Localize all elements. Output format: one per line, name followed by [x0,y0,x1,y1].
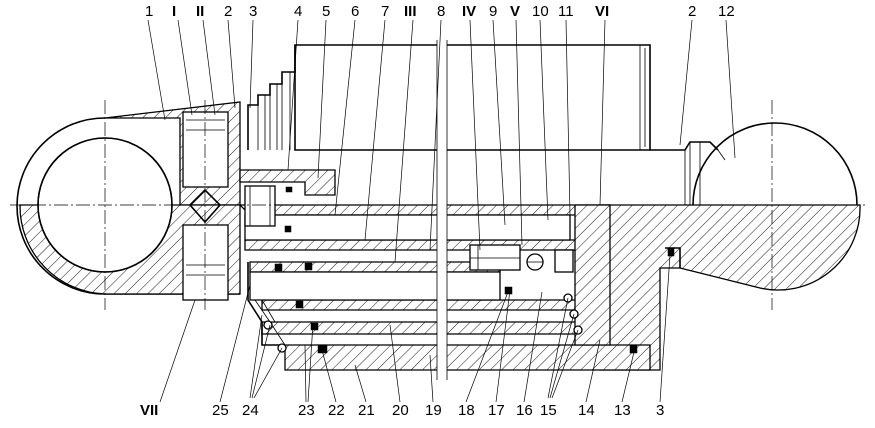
label-13: 13 [614,402,631,419]
label-16: 16 [516,402,533,419]
label-3-bottom: 3 [656,402,664,419]
label-2: 2 [224,3,232,20]
label-2-right: 2 [688,3,696,20]
label-roman-VI: VI [595,3,609,20]
bottom-leaders [159,254,671,403]
label-7: 7 [381,3,389,20]
label-roman-V: V [510,3,520,20]
label-roman-II: II [196,3,204,20]
label-1: 1 [145,3,153,20]
label-4: 4 [294,3,302,20]
label-5: 5 [322,3,330,20]
label-roman-IV: IV [462,3,476,20]
upper-exterior-view [247,44,858,288]
label-15: 15 [540,402,557,419]
label-10: 10 [532,3,549,20]
break-gap [437,40,447,380]
label-22: 22 [328,402,345,419]
label-9: 9 [489,3,497,20]
left-eye-mount [16,101,241,301]
label-roman-I: I [172,3,176,20]
label-24: 24 [242,402,259,419]
label-17: 17 [488,402,505,419]
label-23: 23 [298,402,315,419]
bottom-labels: VII 25 24 23 22 21 20 19 18 17 16 15 14 … [140,402,664,419]
label-19: 19 [425,402,442,419]
label-roman-III: III [404,3,417,20]
label-3: 3 [249,3,257,20]
top-leaders [147,19,736,263]
label-25: 25 [212,402,229,419]
lower-section-view [238,169,861,371]
label-12: 12 [718,3,735,20]
label-roman-VII: VII [140,402,158,419]
top-labels: 1 I II 2 3 4 5 6 7 III 8 IV 9 V 10 11 VI… [145,3,735,20]
label-11: 11 [558,3,574,20]
label-18: 18 [458,402,475,419]
label-8: 8 [437,3,445,20]
label-21: 21 [358,402,375,419]
label-6: 6 [351,3,359,20]
label-20: 20 [392,402,409,419]
label-14: 14 [578,402,595,419]
